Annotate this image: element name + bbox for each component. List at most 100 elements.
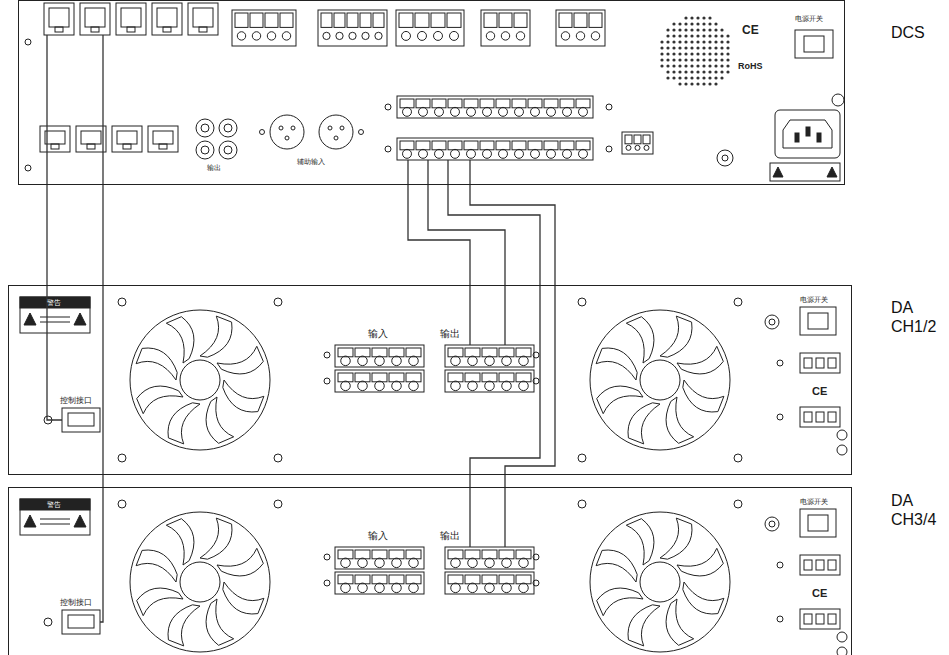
panel-label: CE (812, 588, 827, 599)
vent-hole (714, 82, 717, 85)
vent-hole (690, 34, 693, 37)
vent-hole (666, 52, 669, 55)
terminal-screw (341, 558, 351, 568)
screw-hole (324, 378, 330, 384)
power-terminal-slot (816, 614, 824, 624)
cable-segment (407, 160, 408, 185)
terminal-screw (467, 107, 476, 116)
rj45-socket (157, 8, 177, 27)
fan-ring (590, 310, 730, 450)
terminal-screw (502, 356, 512, 366)
terminal-slot (576, 141, 590, 150)
control-port-socket (68, 615, 94, 628)
terminal-slot (389, 575, 404, 584)
vent-hole (684, 76, 687, 79)
fan-blade (166, 519, 194, 565)
fan-ring (590, 512, 730, 652)
vent-hole (726, 46, 729, 49)
vent-hole (702, 70, 705, 73)
vent-hole (720, 46, 723, 49)
power-terminal-slot (828, 358, 836, 368)
warning-label (20, 297, 90, 333)
terminal-slot (448, 575, 463, 584)
fan-blade (660, 316, 692, 357)
terminal-slot (448, 550, 463, 559)
vent-hole (684, 16, 687, 19)
fan-blade (136, 550, 177, 582)
vent-hole (702, 64, 705, 67)
vent-hole (720, 58, 723, 61)
rj45-tab (199, 27, 207, 32)
power-terminal-slot (804, 560, 812, 570)
vent-hole (708, 70, 711, 73)
vent-hole (666, 64, 669, 67)
terminal-screw (252, 32, 260, 40)
rj45-port (188, 3, 218, 35)
vent-hole (708, 28, 711, 31)
terminal-screw (237, 32, 245, 40)
screw-hole (324, 554, 330, 560)
terminal-screw (468, 356, 478, 366)
terminal-screw (485, 558, 495, 568)
terminal-slot (415, 13, 429, 27)
vent-hole (690, 76, 693, 79)
vent-hole (696, 22, 699, 25)
vent-hole (684, 28, 687, 31)
vent-hole (702, 82, 705, 85)
vent-hole (702, 16, 705, 19)
terminal-slot (250, 13, 263, 27)
fan-blade (596, 550, 637, 582)
terminal-screw (358, 356, 368, 366)
vent-hole (720, 34, 723, 37)
cable-segment (504, 285, 505, 345)
vent-hole (684, 22, 687, 25)
vent-hole (714, 46, 717, 49)
terminal-slot (634, 135, 641, 144)
terminal-slot (355, 550, 370, 559)
fan-blade (597, 386, 643, 414)
terminal-screw (434, 31, 443, 40)
vent-hole (690, 46, 693, 49)
terminal-slot (512, 141, 526, 150)
power-switch (800, 307, 836, 335)
terminal-screw (451, 558, 461, 568)
vent-hole (702, 46, 705, 49)
terminal-slot (448, 99, 462, 108)
terminal-screw (451, 107, 460, 116)
terminal-screw (403, 107, 412, 116)
power-terminal-slot (804, 614, 812, 624)
fuse-cap (769, 319, 775, 325)
screw-hole (25, 39, 31, 45)
power-terminal (800, 609, 840, 629)
fan-blade (206, 599, 234, 645)
terminal-block (445, 370, 534, 392)
terminal-slot (373, 13, 384, 27)
vent-hole (690, 70, 693, 73)
fan-blade (200, 316, 232, 357)
vent-hole (672, 28, 675, 31)
fan-ring (130, 310, 270, 450)
ground-terminal (837, 647, 847, 655)
power-terminal (800, 353, 840, 373)
vent-hole (720, 64, 723, 67)
terminal-block (622, 132, 653, 154)
fan-blade (596, 348, 637, 380)
vent-hole (696, 58, 699, 61)
terminal-slot (432, 141, 446, 150)
vent-hole (678, 64, 681, 67)
terminal-slot (406, 348, 421, 357)
fan-blade (683, 380, 724, 412)
vent-hole (726, 64, 729, 67)
terminal-slot (574, 13, 587, 27)
terminal-slot (484, 13, 497, 27)
terminal-slot (347, 13, 358, 27)
panel-label: 输入 (368, 531, 388, 541)
vent-hole (714, 64, 717, 67)
cable-segment (504, 487, 505, 547)
screw-hole (734, 454, 742, 462)
terminal-screw (502, 381, 512, 391)
terminal-screw (502, 558, 512, 568)
fan-blade (137, 588, 183, 616)
panel-label: 电源开关 (800, 296, 828, 303)
signal-cable (470, 185, 555, 487)
